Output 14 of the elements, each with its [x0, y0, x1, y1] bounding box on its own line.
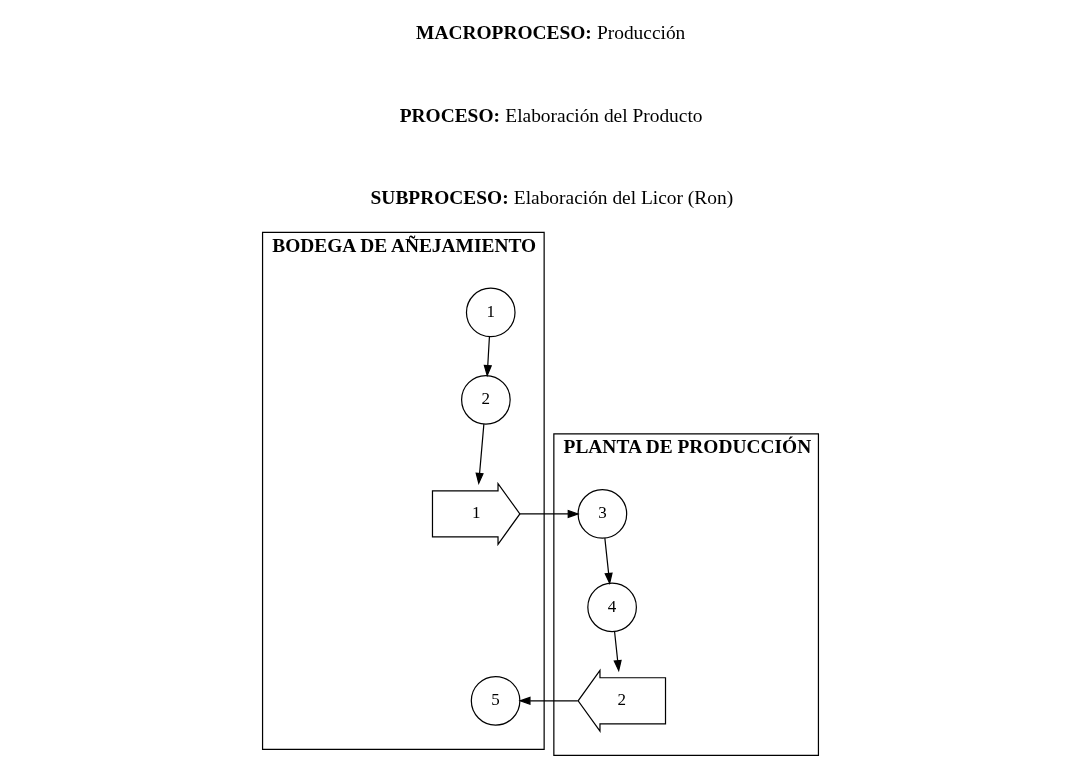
node-circle: 1 — [465, 287, 516, 337]
arrow — [518, 509, 580, 518]
arrow — [612, 630, 622, 672]
label: PROCESO: Elaboración del Producto — [399, 104, 703, 126]
node-circle: 2 — [460, 374, 511, 425]
node-circle: 4 — [586, 581, 637, 632]
arrow — [483, 335, 492, 377]
arrow — [603, 537, 613, 585]
arrow — [517, 696, 578, 705]
node-circle: 3 — [577, 488, 627, 539]
label: MACROPROCESO: Producción — [415, 21, 685, 43]
node-circle: 5 — [470, 675, 520, 726]
label: SUBPROCESO: Elaboración del Licor (Ron) — [370, 186, 733, 208]
arrow — [474, 423, 484, 485]
